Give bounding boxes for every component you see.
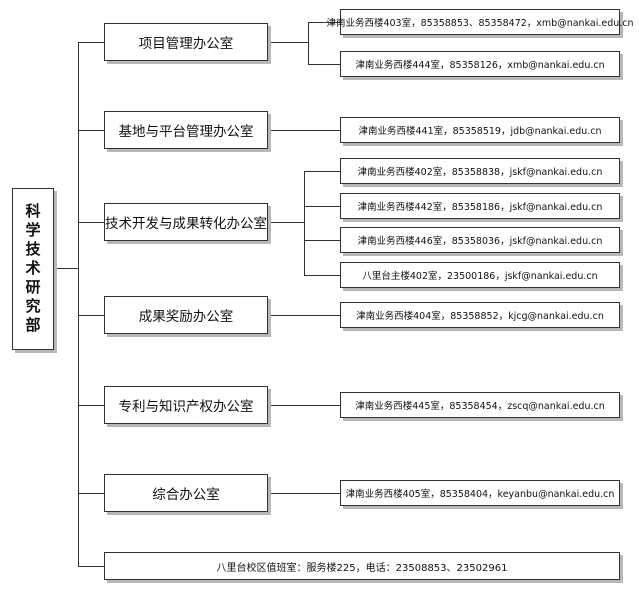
trunk-line [78, 42, 79, 566]
contact-node: 津南业务西楼404室，85358852，kjcg@nankai.edu.cn [340, 302, 620, 328]
contact-node: 津南业务西楼403室，85358853、85358472，xmb@nankai.… [326, 9, 634, 35]
root-node: 科学技术研究部 [12, 188, 54, 350]
office-bracket [304, 171, 305, 275]
office-node-awards: 成果奖励办公室 [104, 296, 268, 334]
root-connector [52, 268, 78, 269]
contact-connector [304, 171, 340, 172]
contact-connector [308, 22, 340, 23]
branch-line [78, 405, 104, 406]
contact-node: 津南业务西楼402室，85358838，jskf@nankai.edu.cn [340, 158, 620, 184]
contact-connector [304, 206, 340, 207]
office-connector [268, 130, 340, 131]
contact-node: 津南业务西楼405室，85358404，keyanbu@nankai.edu.c… [340, 480, 620, 506]
contact-node: 津南业务西楼444室，85358126，xmb@nankai.edu.cn [340, 51, 620, 77]
duty-office-node: 八里台校区值班室：服务楼225，电话：23508853、23502961 [104, 552, 620, 580]
branch-line [78, 222, 104, 223]
contact-connector [304, 240, 340, 241]
branch-line [78, 42, 104, 43]
office-node-tech-transfer: 技术开发与成果转化办公室 [104, 203, 268, 241]
office-connector [268, 222, 304, 223]
office-node-base-platform: 基地与平台管理办公室 [104, 111, 268, 149]
contact-connector [304, 275, 340, 276]
branch-line [78, 315, 104, 316]
branch-line [78, 493, 104, 494]
office-node-general: 综合办公室 [104, 474, 268, 512]
branch-line [78, 566, 104, 567]
office-node-project-management: 项目管理办公室 [104, 23, 268, 61]
office-node-ip: 专利与知识产权办公室 [104, 386, 268, 424]
contact-node: 津南业务西楼445室，85358454，zscq@nankai.edu.cn [340, 392, 620, 418]
contact-node: 八里台主楼402室，23500186，jskf@nankai.edu.cn [340, 262, 620, 288]
contact-node: 津南业务西楼446室，85358036，jskf@nankai.edu.cn [340, 227, 620, 253]
contact-connector [308, 64, 340, 65]
office-bracket [308, 22, 309, 64]
contact-node: 津南业务西楼442室，85358186，jskf@nankai.edu.cn [340, 193, 620, 219]
branch-line [78, 130, 104, 131]
office-connector [268, 42, 308, 43]
office-connector [268, 405, 340, 406]
contact-node: 津南业务西楼441室，85358519，jdb@nankai.edu.cn [340, 117, 620, 143]
office-connector [268, 493, 340, 494]
office-connector [268, 315, 340, 316]
